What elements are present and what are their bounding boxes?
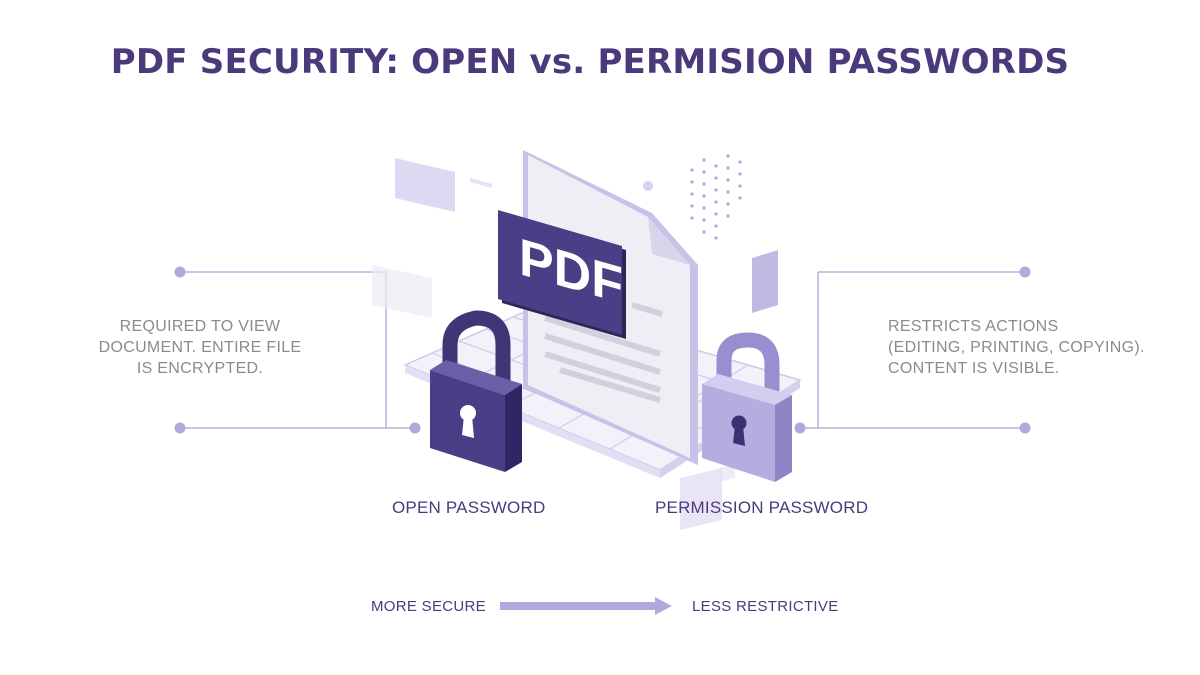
open-password-label: OPEN PASSWORD	[392, 498, 546, 517]
scale-arrow	[500, 597, 672, 615]
decorative-tiles	[372, 158, 778, 530]
right-connector-dots	[794, 266, 1031, 434]
open-password-lock-icon	[430, 310, 522, 472]
left-connector-dots	[174, 266, 421, 434]
connector-dot	[1019, 422, 1031, 434]
right-connector	[800, 271, 1025, 429]
scale-right-label: LESS RESTRICTIVE	[692, 598, 839, 615]
page-title: PDF SECURITY: OPEN vs. PERMISION PASSWOR…	[110, 42, 1070, 82]
permission-password-label: PERMISSION PASSWORD	[655, 498, 869, 517]
permission-password-lock-icon	[702, 332, 792, 482]
connector-dot	[1019, 266, 1031, 278]
connector-dot	[174, 422, 186, 434]
open-password-description: REQUIRED TO VIEW DOCUMENT. ENTIRE FILE I…	[98, 318, 302, 377]
connector-dot	[794, 422, 806, 434]
connector-dot	[174, 266, 186, 278]
dot-pattern	[690, 154, 742, 240]
permission-password-description: RESTRICTS ACTIONS (EDITING, PRINTING, CO…	[888, 318, 1145, 377]
connector-dot	[409, 422, 421, 434]
scale-left-label: MORE SECURE	[371, 598, 486, 615]
pdf-badge: PDF	[498, 210, 626, 339]
pdf-document-icon: PDF	[498, 150, 698, 465]
